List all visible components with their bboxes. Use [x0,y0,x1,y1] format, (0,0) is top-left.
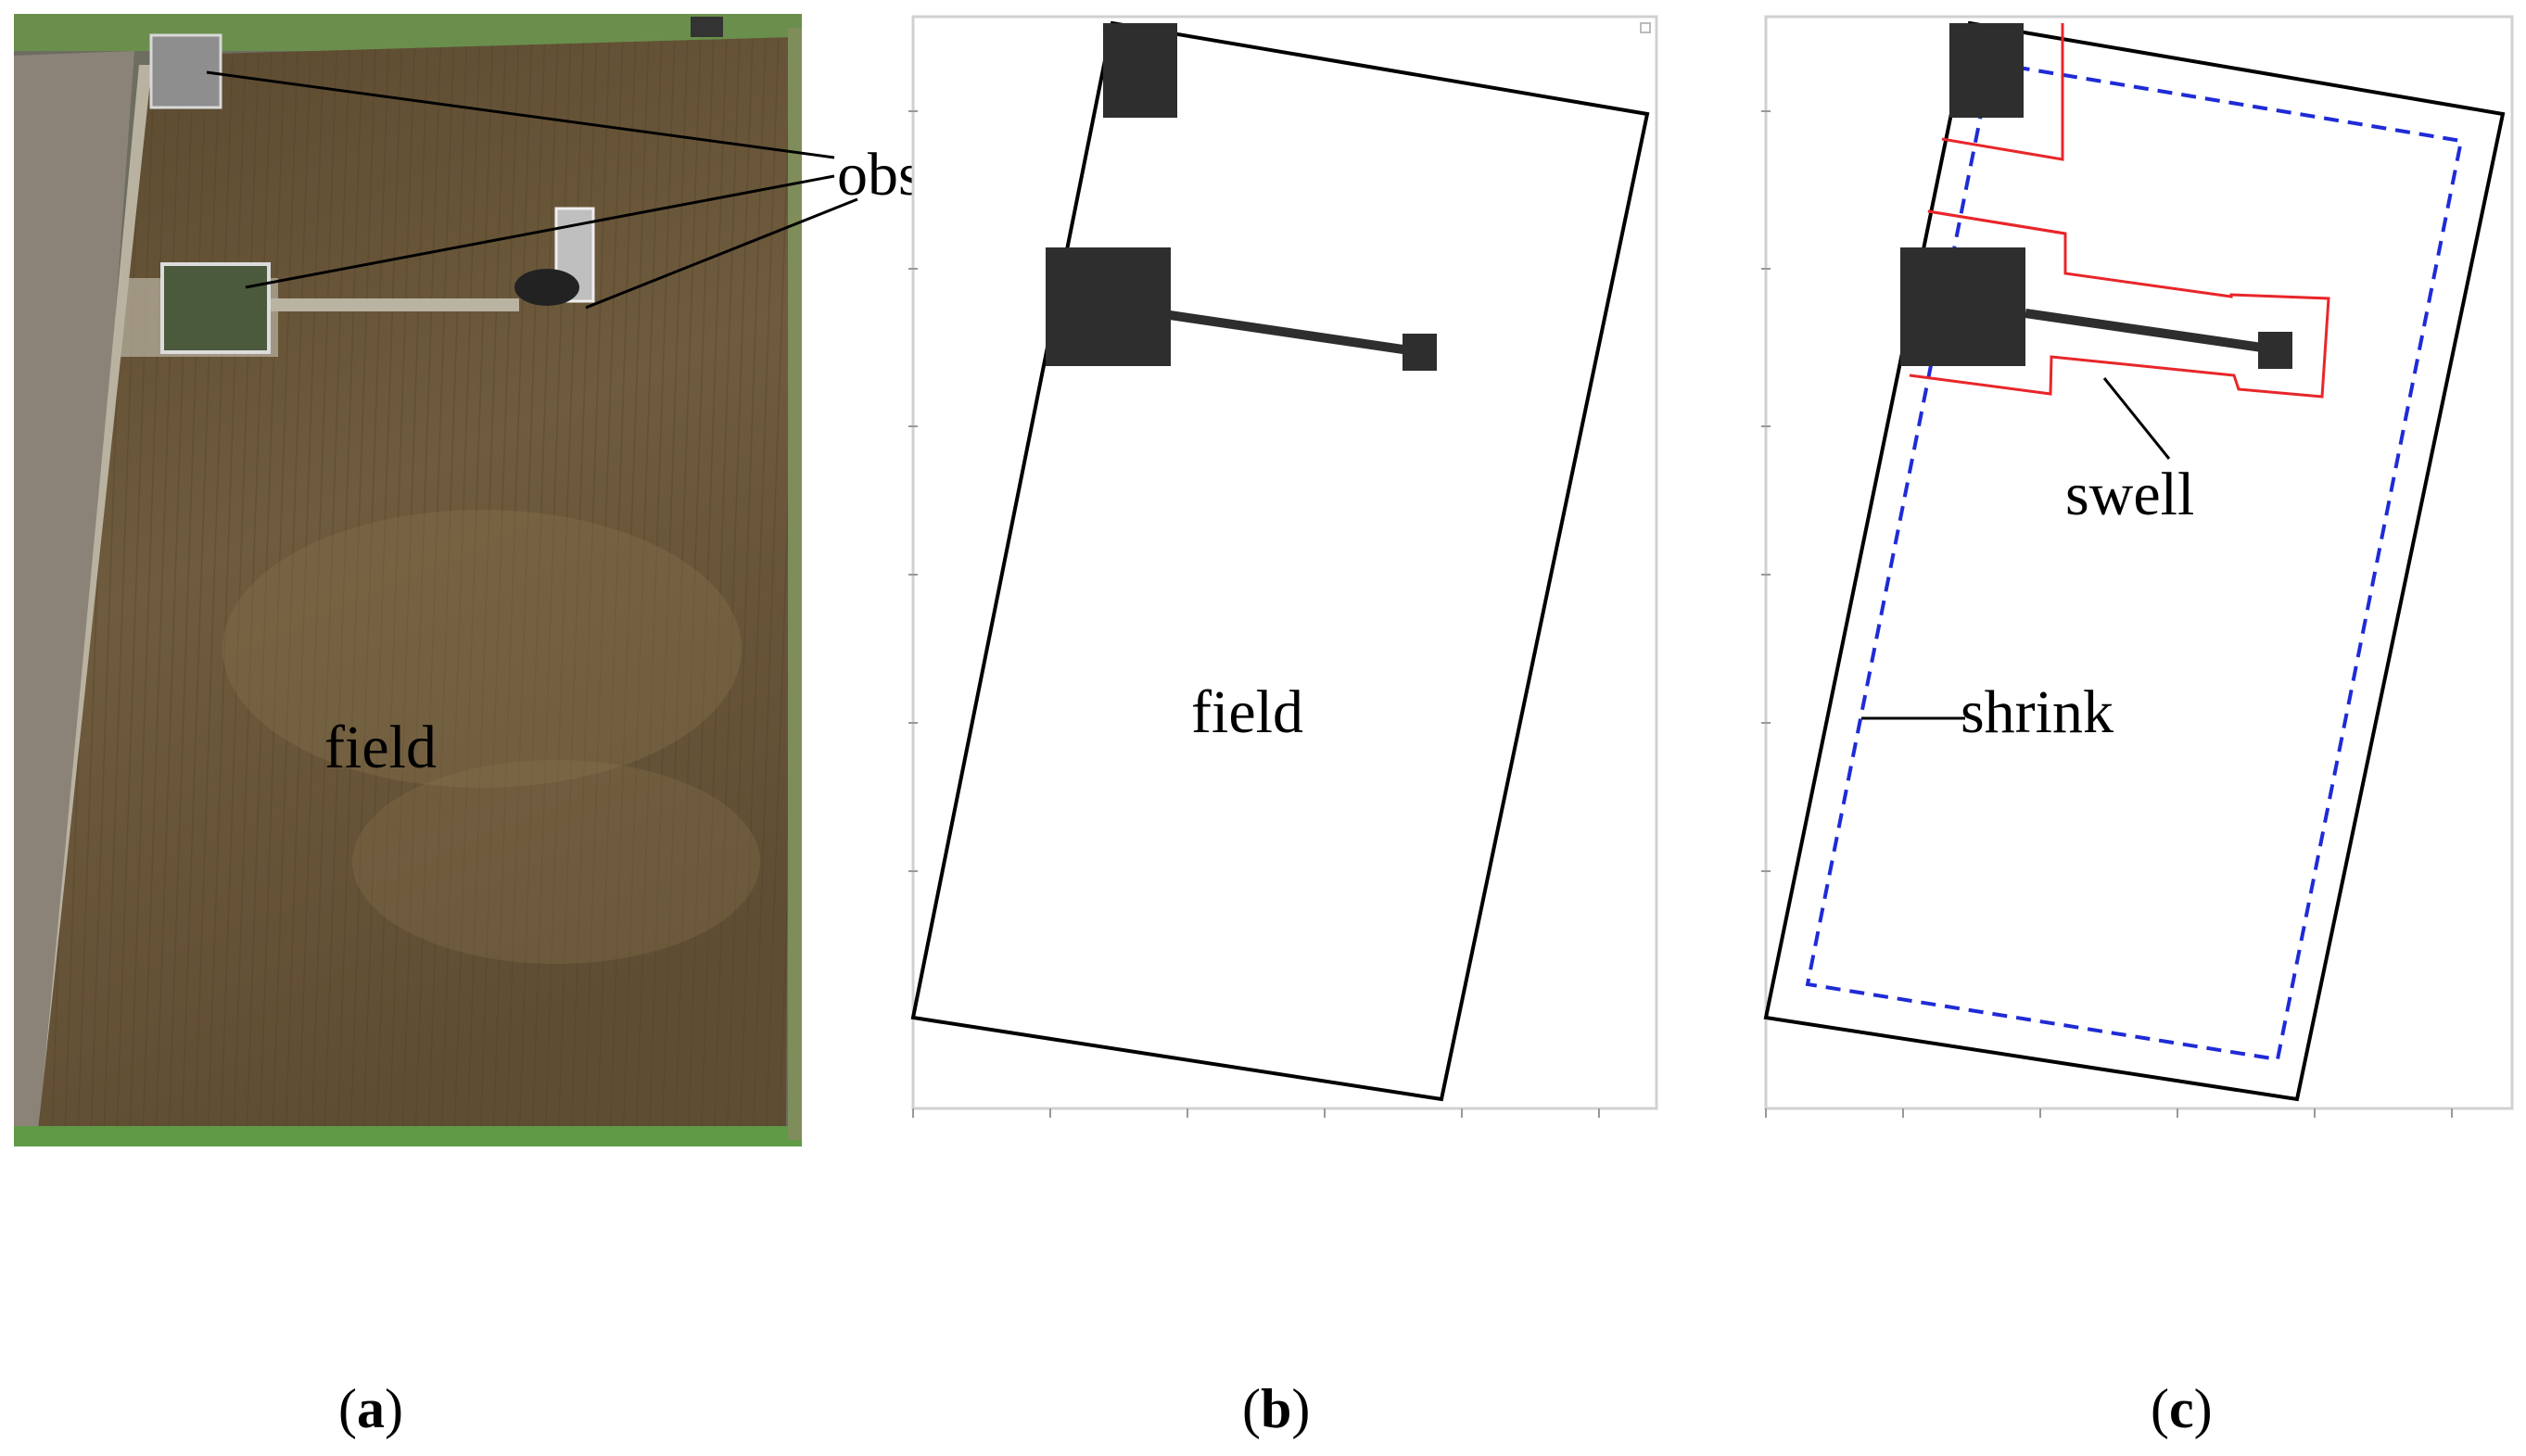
field-patch [352,760,760,964]
obstacle-enclosure-b [1046,247,1171,366]
swell-leader-line [2102,377,2171,460]
field-patch [222,510,742,788]
panel-c-swell-shrink [1761,15,2514,1118]
caption-a: (a) [338,1378,403,1439]
shrink-boundary [1805,60,2464,1062]
grass-strip-bottom [14,1126,802,1146]
field-label-b: field [1191,678,1303,746]
caption-c: (c) [2151,1378,2213,1439]
field-label-a: field [324,714,437,781]
obstacle-building-b [1103,23,1177,118]
obstacle-tower-c [2258,332,2292,369]
axis-ticks-c [1761,110,2453,1118]
swell-label: swell [2065,461,2194,528]
swell-contour-enclosure-red [1909,209,2330,399]
adjacent-field-left [14,51,134,1146]
obstacle-tower-b [1403,334,1437,371]
plot-frame-b [911,15,1658,1110]
caption-c-letter: c [2169,1378,2194,1439]
concrete-path [269,298,519,311]
field-boundary-c [1763,20,2506,1102]
panel-b-field-model [908,15,1658,1118]
axis-ticks-b [908,110,1600,1118]
shrink-label: shrink [1961,678,2113,746]
tower-shadow [514,269,579,306]
caption-a-letter: a [357,1378,385,1439]
swell-link-red [1927,209,2066,235]
shed-top-right [691,17,723,37]
panel-a-aerial-photo [14,14,802,1146]
obstacle-building-c [1949,23,2024,118]
field-boundary-b [910,20,1650,1102]
grass-strip-right [788,28,802,1140]
swell-contour-building-red [1941,23,2064,161]
plot-frame-c [1764,15,2514,1110]
caption-b-letter: b [1261,1378,1291,1439]
obstacle-enclosure-c [1900,247,2025,366]
obstacle-path-c [2025,309,2263,352]
fenced-enclosure-obstacle [160,262,271,354]
corner-marker-b [1640,22,1651,33]
obstacle-path-b [1169,310,1410,355]
caption-b: (b) [1242,1378,1310,1439]
